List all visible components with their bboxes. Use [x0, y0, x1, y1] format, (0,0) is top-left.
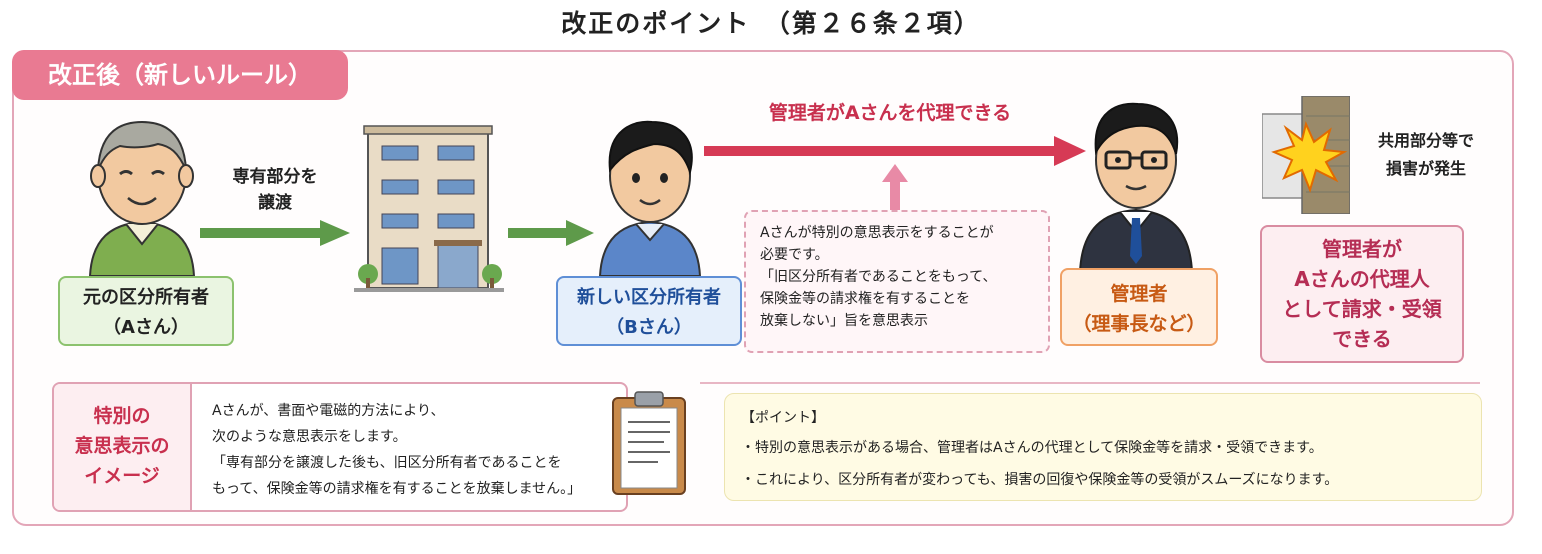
- transfer-label-line2: 譲渡: [258, 193, 292, 213]
- original-owner-label: 元の区分所有者 （Aさん）: [58, 276, 234, 346]
- point-item: ・これにより、区分所有者が変わっても、損害の回復や保険金等の受領がスムーズになり…: [741, 472, 1339, 488]
- text-line: もって、保険金等の請求権を有することを放棄しません。」: [212, 481, 582, 497]
- text-line: 次のような意思表示をします。: [212, 429, 407, 445]
- result-line: として請求・受領: [1282, 297, 1442, 321]
- declaration-image-heading: 特別の 意思表示の イメージ: [54, 384, 192, 510]
- note-line: 保険金等の請求権を有することを: [760, 291, 970, 307]
- point-panel: 【ポイント】 ・特別の意思表示がある場合、管理者はAさんの代理として保険金等を請…: [724, 393, 1482, 501]
- manager-name: 管理者: [1110, 283, 1168, 305]
- note-line: 「旧区分所有者であることをもって、: [760, 269, 997, 285]
- heading-line: 特別の: [93, 405, 151, 427]
- apartment-building-icon: [354, 125, 504, 292]
- text-line: 「専有部分を譲渡した後も、旧区分所有者であることを: [212, 455, 562, 471]
- point-heading: 【ポイント】: [741, 410, 825, 426]
- manager-result-box: 管理者が Aさんの代理人 として請求・受領 できる: [1260, 225, 1464, 363]
- result-line: Aさんの代理人: [1294, 267, 1430, 291]
- young-man-icon: [598, 120, 702, 276]
- section-tag: 改正後（新しいルール）: [12, 50, 348, 100]
- damage-label-line1: 共用部分等で: [1377, 131, 1474, 150]
- transfer-label: 専有部分を 譲渡: [210, 164, 340, 216]
- divider-line: [700, 382, 1480, 384]
- note-line: Aさんが特別の意思表示をすることが: [760, 225, 994, 241]
- clipboard-icon: [612, 391, 686, 495]
- declaration-image-panel: 特別の 意思表示の イメージ Aさんが、書面や電磁的方法により、 次のような意思…: [52, 382, 628, 512]
- heading-line: イメージ: [84, 465, 160, 487]
- special-declaration-note: Aさんが特別の意思表示をすることが 必要です。 「旧区分所有者であることをもって…: [744, 210, 1050, 353]
- manager-role: （理事長など）: [1072, 313, 1206, 335]
- damage-label-line2: 損害が発生: [1385, 159, 1466, 178]
- heading-line: 意思表示の: [74, 435, 170, 457]
- text-line: Aさんが、書面や電磁的方法により、: [212, 403, 445, 419]
- up-arrow: [882, 164, 908, 210]
- agent-arrow: [704, 136, 1086, 166]
- original-owner-id: （Aさん）: [103, 317, 189, 338]
- original-owner-name: 元の区分所有者: [83, 287, 209, 308]
- declaration-image-text: Aさんが、書面や電磁的方法により、 次のような意思表示をします。 「専有部分を譲…: [212, 398, 624, 502]
- elderly-man-icon: [88, 120, 196, 276]
- small-transfer-arrow: [508, 220, 594, 246]
- page-title: 改正のポイント （第２６条２項）: [561, 9, 981, 38]
- note-line: 必要です。: [760, 247, 829, 263]
- result-line: できる: [1332, 327, 1392, 351]
- new-owner-label: 新しい区分所有者 （Bさん）: [556, 276, 742, 346]
- new-owner-name: 新しい区分所有者: [577, 287, 721, 308]
- transfer-arrow: [200, 220, 350, 246]
- transfer-label-line1: 専有部分を: [232, 167, 318, 187]
- wall-damage-icon: [1262, 96, 1350, 214]
- note-line: 放棄しない」旨を意思表示: [760, 313, 928, 329]
- new-owner-id: （Bさん）: [606, 317, 692, 338]
- result-line: 管理者が: [1322, 237, 1402, 261]
- agent-arrow-label: 管理者がAさんを代理できる: [768, 102, 1012, 124]
- point-item: ・特別の意思表示がある場合、管理者はAさんの代理として保険金等を請求・受領できま…: [741, 440, 1323, 456]
- damage-label: 共用部分等で 損害が発生: [1354, 127, 1498, 183]
- manager-man-icon: [1078, 102, 1194, 272]
- manager-label: 管理者 （理事長など）: [1060, 268, 1218, 346]
